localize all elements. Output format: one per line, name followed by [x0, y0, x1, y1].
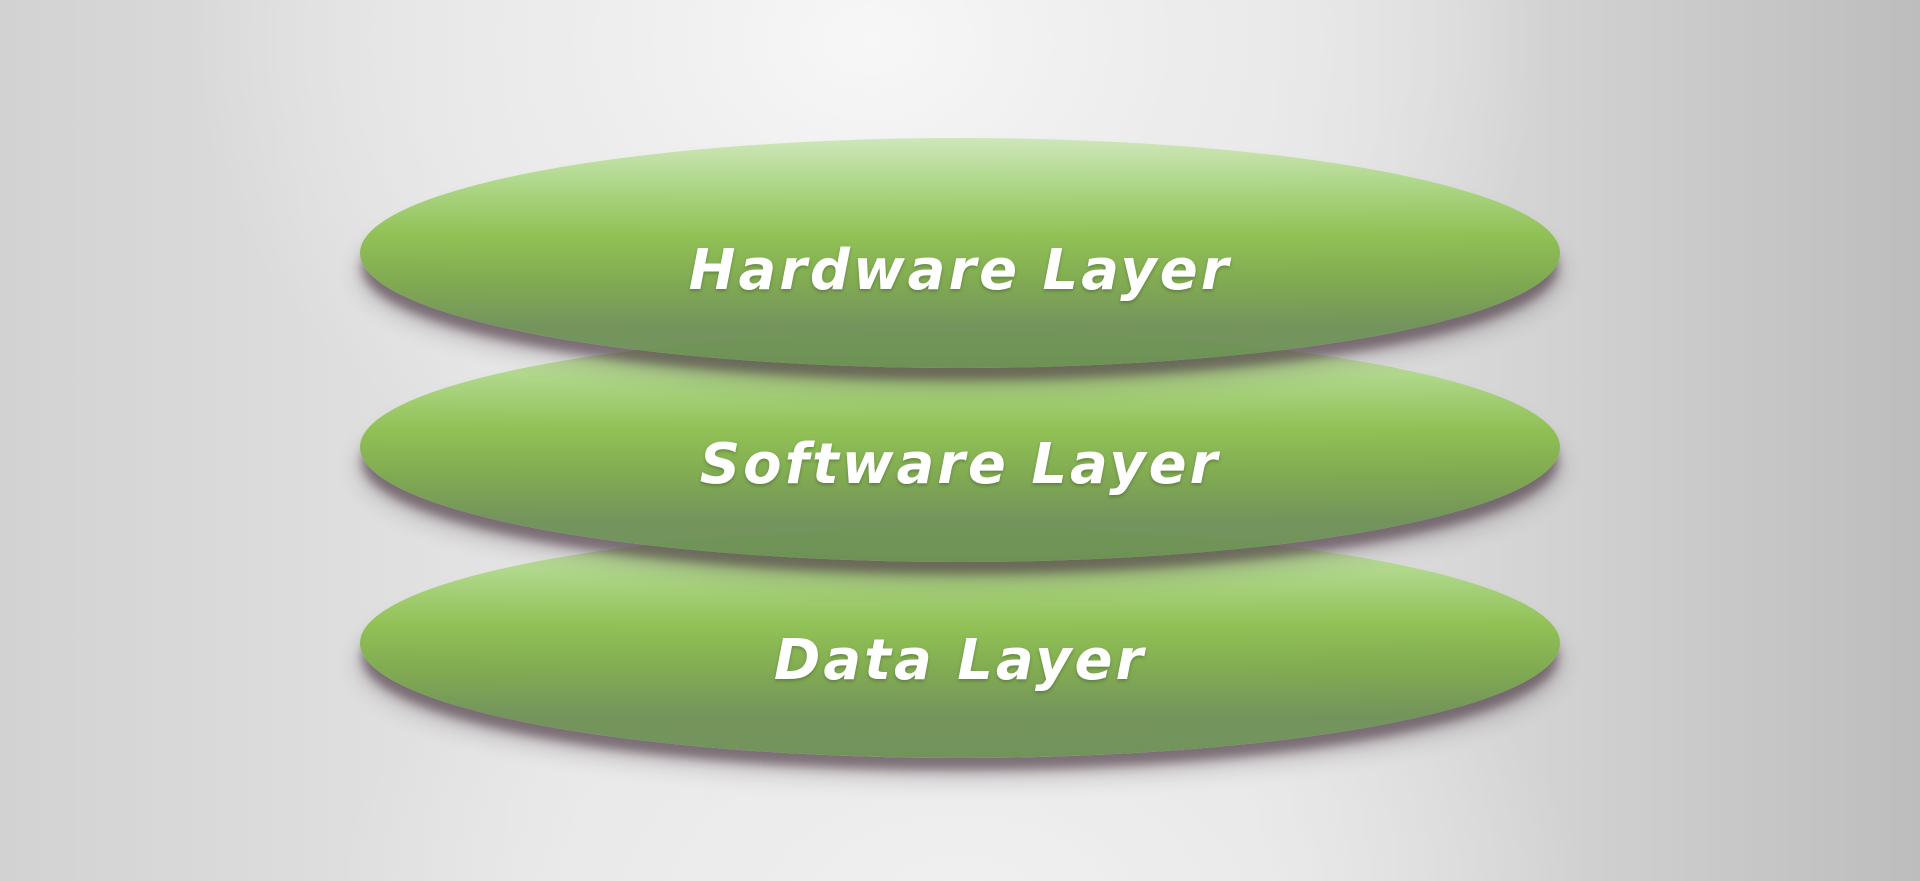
software-layer-disc: Software Layer	[360, 332, 1560, 562]
data-layer-label: Data Layer	[773, 627, 1147, 693]
hardware-layer-disc: Hardware Layer	[360, 138, 1560, 368]
data-layer-disc: Data Layer	[360, 528, 1560, 758]
hardware-layer-label: Hardware Layer	[688, 237, 1232, 303]
software-layer-label: Software Layer	[699, 431, 1221, 497]
